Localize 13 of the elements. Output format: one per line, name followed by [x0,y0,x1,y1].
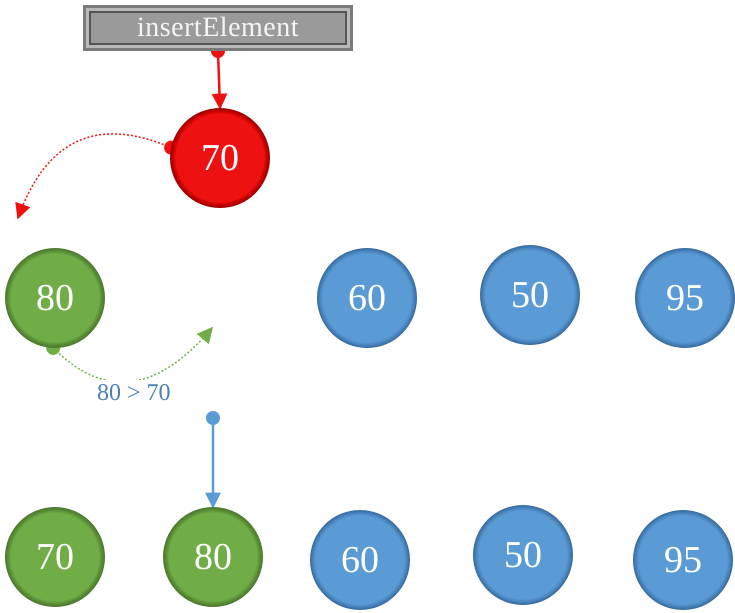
node-text: 50 [504,533,542,577]
node-text: 60 [348,276,386,320]
arrow [205,411,221,509]
node-text: 70 [36,535,74,579]
node-text: 95 [666,276,704,320]
node-text: 95 [664,538,702,582]
node-text: 60 [341,538,379,582]
node-text: 80 [194,535,232,579]
node-text: 50 [511,273,549,317]
node-text: 70 [201,136,239,180]
function-label-box [83,5,353,51]
node-text: 80 [36,276,74,320]
node-text: insertElement [136,12,299,44]
